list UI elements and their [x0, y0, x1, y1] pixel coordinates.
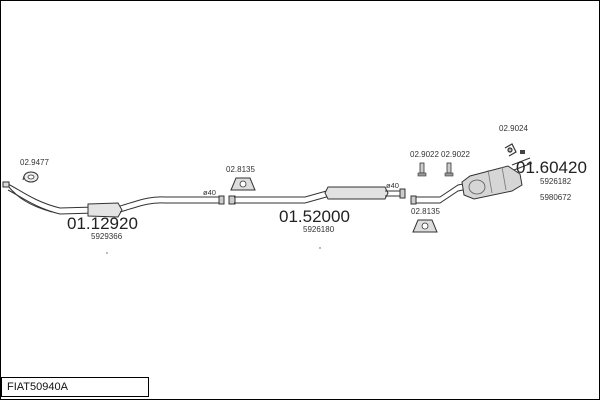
rear-muffler-oem-2: 5980672 — [540, 193, 572, 202]
front-pipe-number: 01.12920 — [67, 214, 138, 233]
diameter-label-1: ø40 — [203, 188, 216, 197]
clamp-rear[interactable] — [504, 143, 517, 157]
hanger-rear-label: 02.8135 — [411, 207, 440, 216]
bolt-a-label: 02.9022 — [410, 150, 439, 159]
hanger-rear[interactable] — [412, 219, 438, 233]
clamp-rear-label: 02.9024 — [499, 124, 528, 133]
bolt-a[interactable] — [417, 162, 427, 177]
rear-muffler-number: 01.60420 — [516, 158, 587, 177]
dot-mark — [319, 247, 321, 249]
dot-mark — [106, 252, 108, 254]
hanger-mid-label: 02.8135 — [226, 165, 255, 174]
center-pipe[interactable] — [228, 186, 406, 205]
bolt-b-label: 02.9022 — [441, 150, 470, 159]
bolt-b[interactable] — [444, 162, 454, 177]
hanger-mid[interactable] — [230, 177, 256, 191]
clamp-nut — [520, 150, 525, 154]
diameter-label-2: ø40 — [386, 181, 399, 190]
front-pipe[interactable] — [2, 181, 225, 218]
gasket-front-label: 02.9477 — [20, 158, 49, 167]
rear-muffler-oem-1: 5926182 — [540, 177, 572, 186]
center-pipe-oem: 5926180 — [303, 225, 335, 234]
gasket-front[interactable] — [22, 171, 39, 183]
center-pipe-number: 01.52000 — [279, 207, 350, 226]
diagram-title: FIAT50940A — [1, 377, 149, 397]
front-pipe-oem: 5929366 — [91, 232, 123, 241]
rear-muffler[interactable] — [461, 157, 533, 200]
